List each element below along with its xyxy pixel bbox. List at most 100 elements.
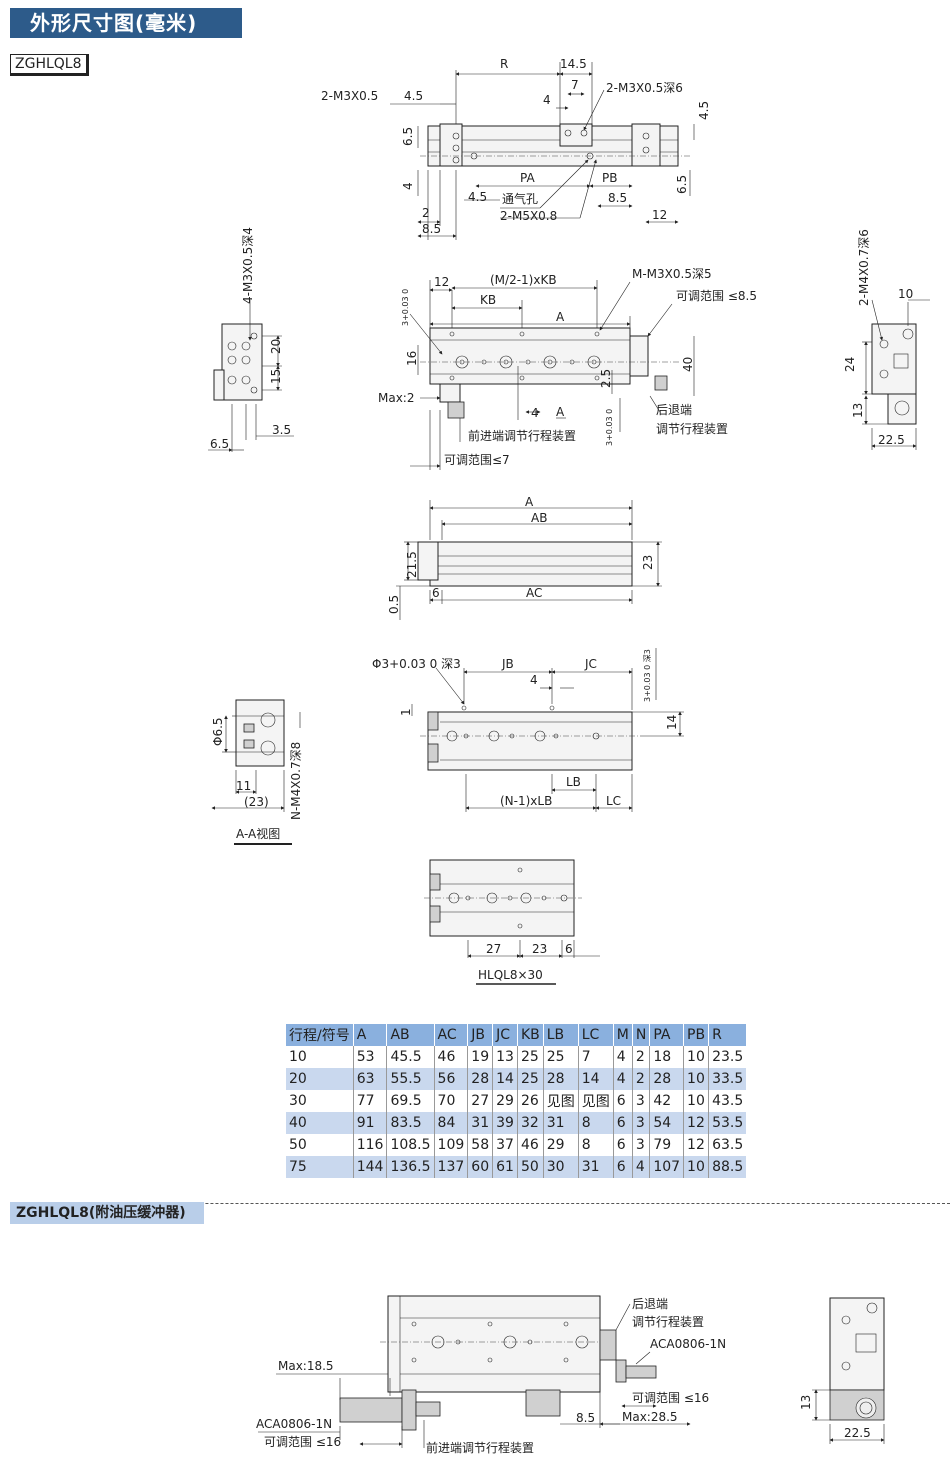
s2-absorber-l: ACA0806-1N: [256, 1417, 332, 1431]
dim-3-5: 3.5: [272, 423, 291, 437]
dim-22-5: 22.5: [878, 433, 905, 447]
dim-6-hlql: 6: [565, 942, 573, 956]
dim-15: 15: [269, 369, 283, 384]
table-header-cell: AC: [434, 1024, 469, 1046]
table-cell: 20: [286, 1068, 354, 1090]
range-8-5: 可调范围 ≤8.5: [676, 289, 757, 303]
table-cell: 见图: [578, 1090, 614, 1112]
dim-14: 14: [665, 715, 679, 730]
tol-3b: 3+0.03 0: [605, 409, 614, 446]
dim-a-main: A: [556, 310, 565, 324]
s2-front: 前进端调节行程装置: [426, 1440, 534, 1455]
dim-1: 1: [399, 708, 413, 716]
left-end-view: 4-M3X0.5深4 20 15 3.5 6.5: [208, 227, 294, 452]
table-cell: 12: [683, 1112, 710, 1134]
dim-12: 12: [652, 208, 667, 222]
dim-4-5c: 4.5: [468, 190, 487, 204]
table-cell: 见图: [543, 1090, 579, 1112]
table-cell: 29: [492, 1090, 518, 1112]
left-thread: 4-M3X0.5深4: [241, 227, 255, 304]
table-cell: 2: [632, 1046, 651, 1068]
table-cell: 53: [353, 1046, 388, 1068]
dim-a-side: A: [525, 495, 534, 509]
main-view: 3+0.03 0 12 (M/2-1)xKB KB A M-M3X0.5深5 可…: [378, 267, 757, 470]
table-cell: 19: [467, 1046, 494, 1068]
table-cell: 45.5: [386, 1046, 435, 1068]
table-cell: 3: [632, 1112, 651, 1134]
table-cell: 137: [434, 1156, 469, 1178]
table-cell: 30: [543, 1156, 579, 1178]
dim-8-5a: 8.5: [422, 222, 441, 236]
table-cell: 50: [517, 1156, 544, 1178]
table-cell: 6: [613, 1090, 633, 1112]
table-header-cell: 行程/符号: [286, 1024, 354, 1046]
table-cell: 4: [613, 1046, 633, 1068]
s2-range-16r: 可调范围 ≤16: [632, 1391, 709, 1405]
section-a: A: [556, 405, 565, 419]
tol-3: 3+0.03 0: [401, 289, 410, 326]
table-cell: 53.5: [708, 1112, 747, 1134]
table-cell: 83.5: [386, 1112, 435, 1134]
bottom-view: Φ3+0.03 0 深3 JB JC 3+0.03 0 深3 4 1 14 LB…: [372, 648, 684, 812]
table-header-cell: LB: [543, 1024, 579, 1046]
table-cell: 58: [467, 1134, 494, 1156]
table-cell: 25: [517, 1068, 544, 1090]
dim-ab: AB: [531, 511, 547, 525]
dim-40: 40: [681, 357, 695, 372]
table-cell: 70: [434, 1090, 469, 1112]
table-cell: 6: [613, 1112, 633, 1134]
table-cell: 3: [632, 1134, 651, 1156]
table-cell: 14: [492, 1068, 518, 1090]
table-cell: 108.5: [386, 1134, 435, 1156]
table-cell: 50: [286, 1134, 354, 1156]
table-cell: 54: [649, 1112, 685, 1134]
dim-27: 27: [486, 942, 501, 956]
dim-pb: PB: [602, 171, 617, 185]
dim-14-5: 14.5: [560, 57, 587, 71]
section2-view: 后退端 调节行程装置 ACA0806-1N Max:18.5 可调范围 ≤16 …: [256, 1295, 726, 1455]
table-cell: 31: [543, 1112, 579, 1134]
dim-m2kb: (M/2-1)xKB: [490, 273, 557, 287]
table-cell: 61: [492, 1156, 518, 1178]
dim-13: 13: [851, 403, 865, 418]
table-cell: 60: [467, 1156, 494, 1178]
table-cell: 37: [492, 1134, 518, 1156]
table-cell: 7: [578, 1046, 614, 1068]
dim-0-5: 0.5: [387, 595, 401, 614]
dim-jc: JC: [584, 657, 597, 671]
dim-phi6-5: Φ6.5: [211, 717, 225, 746]
dim-lc: LC: [606, 794, 621, 808]
table-cell: 69.5: [386, 1090, 435, 1112]
table-cell: 31: [467, 1112, 494, 1134]
section2-title: ZGHLQL8(附油压缓冲器): [10, 1202, 204, 1224]
dim-12b: 12: [434, 275, 449, 289]
table-cell: 10: [683, 1090, 710, 1112]
table-cell: 27: [467, 1090, 494, 1112]
table-header-cell: LC: [578, 1024, 614, 1046]
dim-21-5: 21.5: [405, 551, 419, 578]
table-cell: 55.5: [386, 1068, 435, 1090]
thread-m: M-M3X0.5深5: [632, 267, 712, 281]
table-header-cell: JB: [467, 1024, 494, 1046]
dim-10: 10: [898, 287, 913, 301]
thread-m3-right: 2-M3X0.5深6: [606, 81, 683, 95]
dim-4-bottom: 4: [530, 673, 538, 687]
table-header-cell: AB: [386, 1024, 435, 1046]
table-cell: 8: [578, 1134, 614, 1156]
table-cell: 56: [434, 1068, 469, 1090]
s2-rear-1: 后退端: [632, 1297, 668, 1311]
dim-20: 20: [269, 339, 283, 354]
table-cell: 91: [353, 1112, 388, 1134]
table-cell: 28: [543, 1068, 579, 1090]
table-cell: 33.5: [708, 1068, 747, 1090]
table-cell: 23.5: [712, 1049, 744, 1065]
table-cell: 84: [434, 1112, 469, 1134]
table-header-cell: JC: [492, 1024, 518, 1046]
hlql-view: 27 23 6 HLQL8×30: [424, 859, 600, 985]
right-end-view: 2-M4X0.7深6 10 24 13 22.5: [843, 229, 930, 450]
